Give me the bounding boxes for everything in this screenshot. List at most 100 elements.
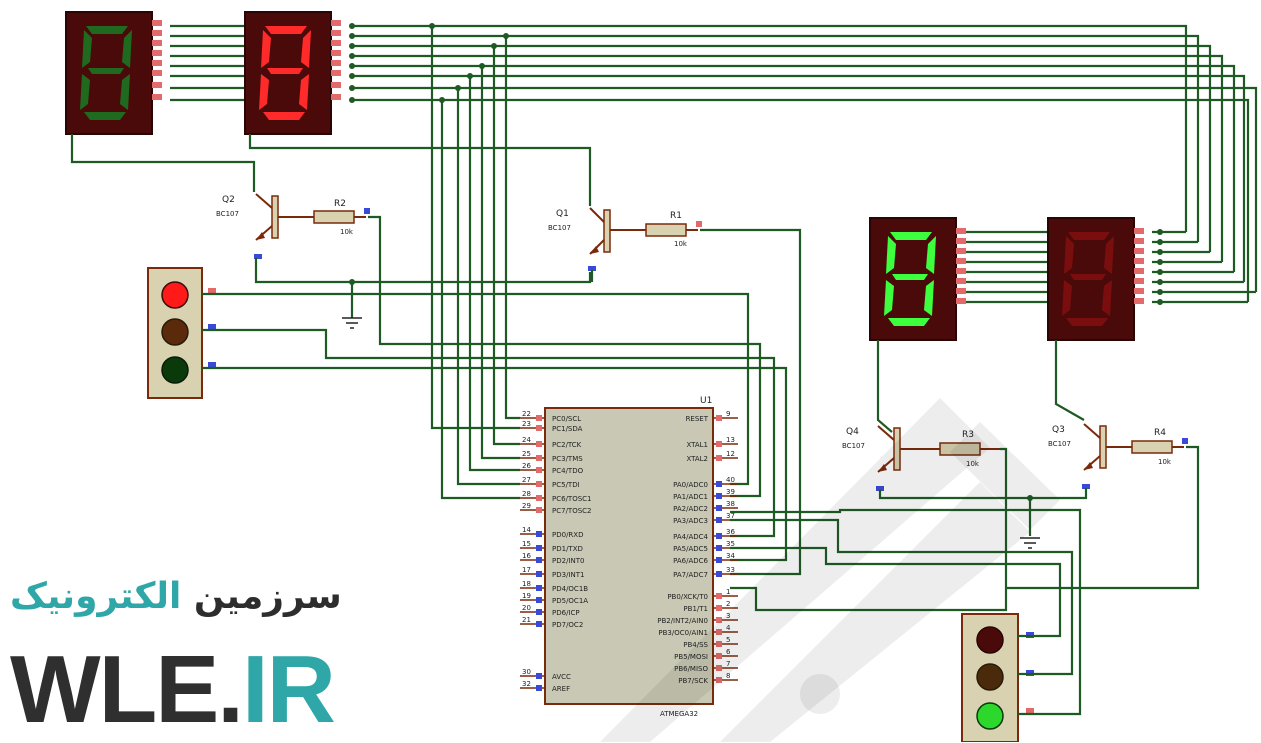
ic-pin-number: 27: [522, 476, 531, 484]
ic-pin-name: PA1/ADC1: [673, 493, 708, 501]
r2-val: 10k: [340, 228, 354, 236]
display-top-left: [65, 11, 162, 135]
ic-pin-number: 34: [726, 552, 735, 560]
ic-pin-name: XTAL1: [686, 441, 708, 449]
bus-junction-dots: [349, 23, 1163, 305]
ic-pin-name: PD1/TXD: [552, 545, 583, 553]
ic-pin-number: 22: [522, 410, 531, 418]
ic-pin-name: PA7/ADC7: [673, 571, 708, 579]
ic-pin-name: PD3/INT1: [552, 571, 584, 579]
ic-pin-number: 21: [522, 616, 531, 624]
traffic-light-right: [961, 613, 1034, 742]
r2-ref: R2: [334, 199, 346, 209]
resistor-r1: R1 10k: [645, 211, 702, 248]
ic-pin-number: 3: [726, 612, 730, 620]
ic-pin-number: 28: [522, 490, 531, 498]
ic-pin-name: PA4/ADC4: [673, 533, 708, 541]
ic-pin-name: PA5/ADC5: [673, 545, 708, 553]
ic-pin-number: 19: [522, 592, 531, 600]
ic-pin-name: PB3/OC0/AIN1: [658, 629, 708, 637]
q4-ref: Q4: [846, 427, 859, 437]
ic-pin-name: PC4/TDO: [552, 467, 584, 475]
ic-pin-name: PD2/INT0: [552, 557, 584, 565]
ic-pin-name: AVCC: [552, 673, 571, 681]
ground-symbol-1: [342, 317, 362, 329]
transistor-q4: Q4 BC107: [842, 425, 940, 491]
segment-bus-wires: [170, 24, 1258, 500]
ic-pin-number: 17: [522, 566, 531, 574]
brand-fa-dark: سرزمین: [193, 576, 342, 617]
ic-pin-number: 7: [726, 660, 730, 668]
ic-pin-name: PC7/TOSC2: [552, 507, 592, 515]
ic-pin-number: 9: [726, 410, 730, 418]
ic-right-pins: 9RESET13XTAL112XTAL240PA0/ADC039PA1/ADC1…: [657, 410, 738, 685]
ic-left-pins: 22PC0/SCL23PC1/SDA24PC2/TCK25PC3/TMS26PC…: [520, 410, 592, 693]
ic-pin-number: 4: [726, 624, 731, 632]
q3-ref: Q3: [1052, 425, 1065, 435]
ic-pin-name: PA2/ADC2: [673, 505, 708, 513]
ic-pin-name: PD0/RXD: [552, 531, 583, 539]
ground-symbol-2: [1020, 537, 1040, 549]
ic-pin-name: PD6/ICP: [552, 609, 580, 617]
r3-val: 10k: [966, 460, 980, 468]
ic-pin-number: 2: [726, 600, 730, 608]
display-mid-left: [869, 217, 966, 341]
q1-ref: Q1: [556, 209, 569, 219]
u1-ref: U1: [700, 396, 712, 406]
ic-pin-number: 26: [522, 462, 531, 470]
r3-ref: R3: [962, 430, 974, 440]
resistor-r3: R3 10k: [939, 430, 1000, 468]
r1-ref: R1: [670, 211, 682, 221]
ic-pin-name: PB1/T1: [683, 605, 708, 613]
traffic-light-left: [147, 267, 216, 399]
ic-pin-name: PA0/ADC0: [673, 481, 708, 489]
resistor-r2: R2 10k: [300, 199, 370, 236]
q2-part: BC107: [216, 210, 239, 218]
ic-pin-number: 25: [522, 450, 531, 458]
microcontroller-u1: U1 ATMEGA32 22PC0/SCL23PC1/SDA24PC2/TCK2…: [520, 396, 738, 718]
q3-part: BC107: [1048, 440, 1071, 448]
ic-pin-name: PC0/SCL: [552, 415, 581, 423]
brand-logo: WLE.IR: [10, 640, 336, 740]
ic-pin-number: 23: [522, 420, 531, 428]
display-top-right: [244, 11, 341, 135]
ic-pin-number: 6: [726, 648, 731, 656]
q4-part: BC107: [842, 442, 865, 450]
ic-pin-name: PC3/TMS: [552, 455, 583, 463]
ic-pin-number: 1: [726, 588, 730, 596]
ic-pin-name: RESET: [686, 415, 709, 423]
transistor-q1: Q1 BC107: [548, 207, 646, 271]
ic-pin-name: XTAL2: [686, 455, 708, 463]
ic-pin-name: PA6/ADC6: [673, 557, 708, 565]
ic-pin-name: PC1/SDA: [552, 425, 583, 433]
ic-pin-name: PB2/INT2/AIN0: [657, 617, 708, 625]
ic-pin-number: 13: [726, 436, 735, 444]
transistor-q3: Q3 BC107: [1048, 423, 1132, 489]
ic-pin-name: PA3/ADC3: [673, 517, 708, 525]
ic-pin-name: PB0/XCK/T0: [667, 593, 708, 601]
